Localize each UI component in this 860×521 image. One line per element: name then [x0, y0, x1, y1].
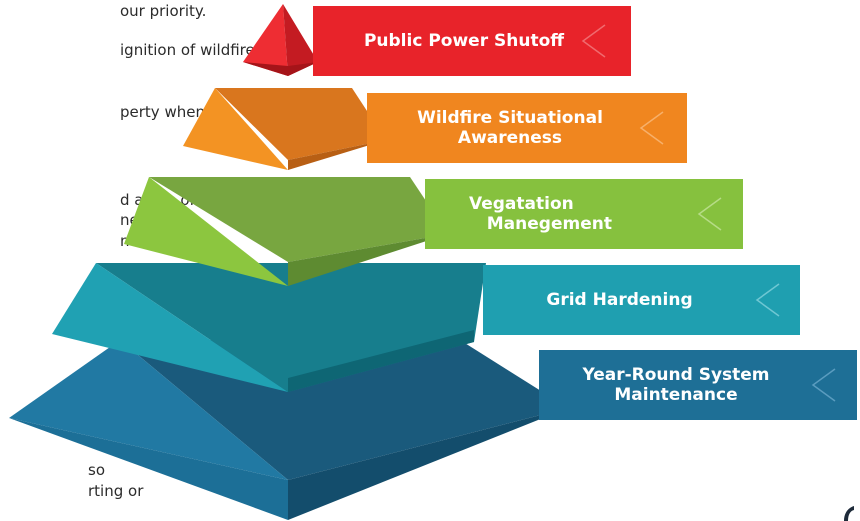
pyramid-tier-3 [124, 177, 448, 286]
tier-banner-public-power-shutoff: Public Power Shutoff [313, 6, 631, 76]
bg-text-line-3: perty when [120, 103, 205, 121]
pyramid-tier-1 [243, 4, 318, 76]
chevron-left-icon [581, 24, 606, 58]
bg-text-line-2: ignition of wildfires, [120, 41, 268, 59]
tier-banner-vegetation-management: Vegatation Manegement [425, 179, 743, 249]
bg-text-line-1: our priority. [120, 2, 207, 20]
chevron-left-icon [811, 368, 836, 402]
bg-text-line-8: rting or [88, 482, 144, 500]
tier-banner-grid-hardening: Grid Hardening [483, 265, 800, 335]
tier-label: Public Power Shutoff [363, 31, 565, 51]
tier-banner-year-round-system-maintenance: Year-Round System Maintenance [539, 350, 857, 420]
tier-label: Year-Round System Maintenance [582, 365, 770, 405]
chevron-left-icon [697, 197, 722, 231]
decorative-curve [844, 506, 854, 521]
tier-label: Vegatation Manegement [469, 194, 612, 234]
tier-label: Grid Hardening [546, 290, 693, 310]
chevron-left-icon [639, 111, 664, 145]
chevron-left-icon [755, 283, 780, 317]
tier-banner-wildfire-situational-awareness: Wildfire Situational Awareness [367, 93, 687, 163]
pyramid-tier-2 [183, 88, 386, 170]
bg-text-line-7: so [88, 461, 105, 479]
pyramid-tier-4 [52, 263, 486, 392]
tier-label: Wildfire Situational Awareness [417, 108, 603, 148]
